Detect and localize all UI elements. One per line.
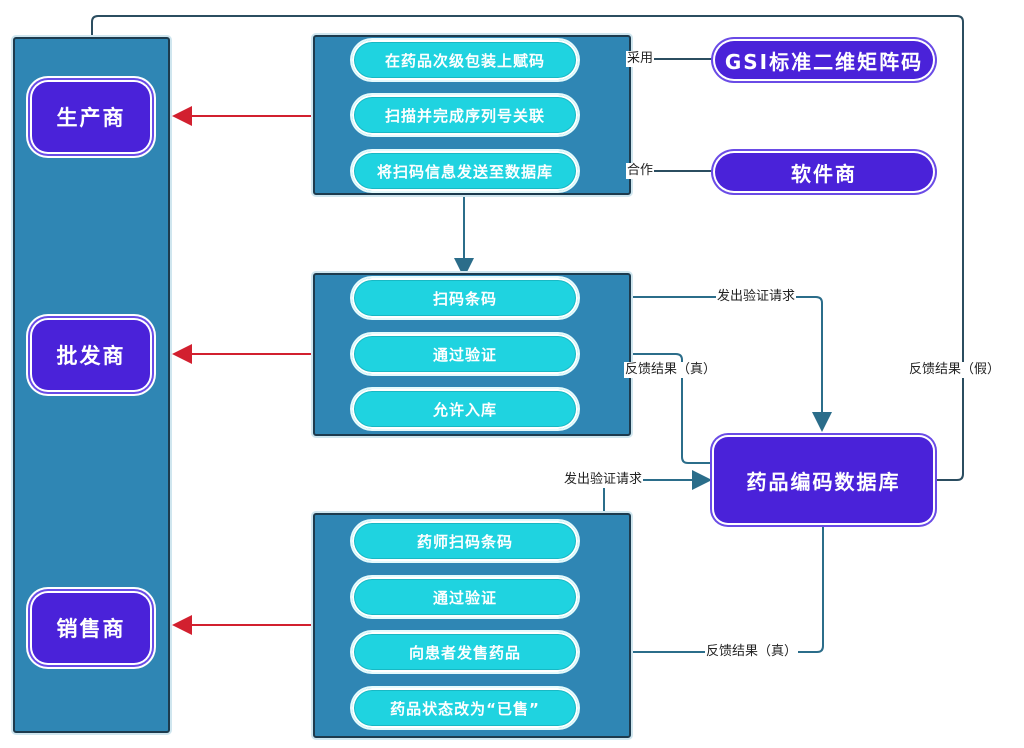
actor-wholesaler[interactable]: 批发商 — [32, 320, 150, 390]
actor-retailer[interactable]: 销售商 — [32, 593, 150, 663]
step-assign-code[interactable]: 在药品次级包装上赋码 — [352, 40, 578, 80]
label-adopt: 采用 — [626, 51, 655, 67]
actor-manufacturer[interactable]: 生产商 — [32, 82, 150, 152]
step-pass-verification-retail[interactable]: 通过验证 — [352, 577, 578, 617]
drug-code-database-node[interactable]: 药品编码数据库 — [714, 437, 933, 523]
step-scan-barcode[interactable]: 扫码条码 — [352, 278, 578, 318]
label-verify-request-1: 发出验证请求 — [716, 289, 797, 305]
step-mark-sold[interactable]: 药品状态改为“已售” — [352, 688, 578, 728]
label-feedback-true-1: 反馈结果（真） — [624, 362, 718, 378]
step-scan-associate[interactable]: 扫描并完成序列号关联 — [352, 95, 578, 135]
gs1-standard-node[interactable]: GSI标准二维矩阵码 — [715, 41, 933, 79]
step-allow-storage[interactable]: 允许入库 — [352, 389, 578, 429]
label-feedback-true-2: 反馈结果（真） — [705, 644, 799, 660]
label-feedback-false: 反馈结果（假） — [908, 362, 1002, 378]
step-pharmacist-scan[interactable]: 药师扫码条码 — [352, 521, 578, 561]
label-cooperate: 合作 — [626, 163, 655, 179]
step-sell-to-patient[interactable]: 向患者发售药品 — [352, 632, 578, 672]
step-pass-verification[interactable]: 通过验证 — [352, 334, 578, 374]
step-send-to-db[interactable]: 将扫码信息发送至数据库 — [352, 151, 578, 191]
software-vendor-node[interactable]: 软件商 — [715, 153, 933, 191]
label-verify-request-2: 发出验证请求 — [563, 472, 644, 488]
